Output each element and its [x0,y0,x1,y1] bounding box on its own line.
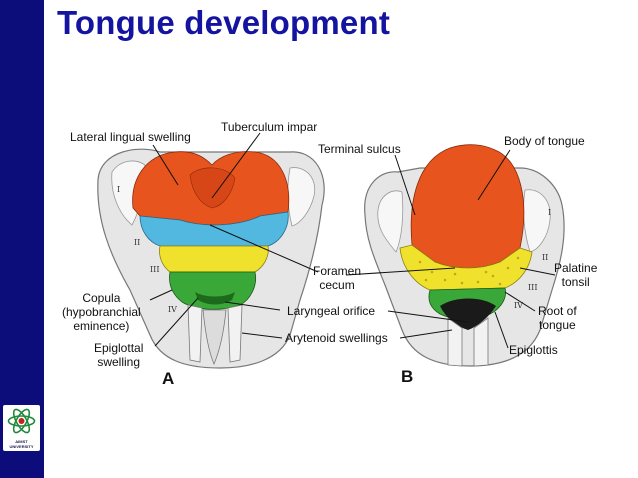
label-terminal-sulcus: Terminal sulcus [318,142,401,156]
left-sidebar-band [0,0,44,478]
logo-line1: AIMST [15,439,28,444]
label-foramen-cecum: Foramen cecum [313,264,362,292]
numeral-b-4: IV [514,301,523,310]
numeral-b-2: II [542,253,548,262]
panel-a-drawing [97,148,325,369]
numeral-a-2: II [134,238,140,247]
label-arytenoid-swellings: Arytenoid swellings [285,331,388,345]
fourth-arch-band [169,271,257,310]
numeral-a-3: III [150,265,159,274]
panel-b-drawing [364,144,565,367]
label-lateral-lingual-swelling: Lateral lingual swelling [70,130,191,144]
root-of-tongue-band [399,244,533,291]
numeral-a-1: I [117,185,120,194]
root-texture [418,256,520,286]
arytenoid-left [187,304,203,363]
numeral-b-1: I [548,208,551,217]
slide-title: Tongue development [57,4,391,41]
laryngeal-orifice-shape [202,309,227,366]
atom-icon [7,408,36,434]
label-epiglottis: Epiglottis [509,343,558,357]
panel-b-right-pouch [523,189,551,253]
panel-label-b: B [401,367,414,386]
third-arch-band [159,245,269,273]
panel-b-left-pouch [377,190,404,253]
panel-b-trachea-right [473,317,489,367]
label-laryngeal-orifice: Laryngeal orifice [287,304,376,318]
numeral-b-3: III [528,283,537,292]
label-palatine-tonsil: Palatine tonsil [554,261,598,289]
label-copula: Copula (hypobranchial eminence) [62,291,141,333]
leader-lines [149,132,556,349]
tuberculum-impar-shape [189,167,236,209]
second-arch-band [139,211,289,247]
label-tuberculum-impar: Tuberculum impar [221,120,318,134]
body-of-tongue-shape [410,144,525,269]
label-root-of-tongue: Root of tongue [538,304,577,332]
label-body-of-tongue: Body of tongue [504,134,585,148]
label-epiglottal-swelling: Epiglottal swelling [94,341,144,369]
numeral-a-4: IV [168,305,177,314]
arytenoid-right [227,304,243,363]
logo-line2: UNIVERSITY [9,444,34,449]
university-logo: AIMST UNIVERSITY [3,405,40,451]
epiglottal-swelling-shape [195,292,235,305]
arch-numerals: I II III IV I II III IV [117,185,551,314]
panel-label-a: A [162,369,175,388]
